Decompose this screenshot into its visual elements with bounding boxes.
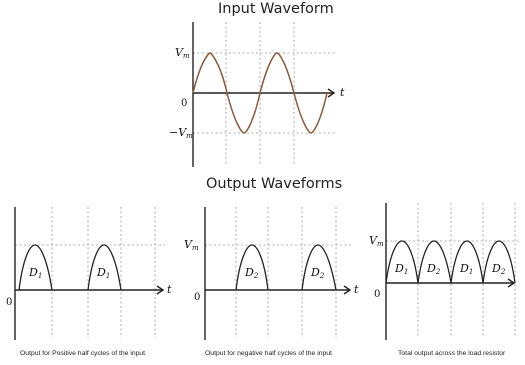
out3-d2-label-1: D2: [426, 262, 441, 276]
input-zero-label: 0: [181, 98, 187, 109]
out1-d1-label-2: D1: [96, 266, 110, 280]
out2-d2-label-1: D2: [244, 266, 259, 280]
out3-full-wave: [385, 240, 516, 284]
input-sine-wave: [192, 52, 328, 134]
input-x-arrowhead: [327, 88, 336, 98]
out3-d1-label-1: D1: [394, 262, 408, 276]
out2-t-label: t: [354, 283, 359, 296]
out2-x-arrowhead: [343, 285, 352, 295]
out3-zero-label: 0: [374, 289, 380, 300]
out3-d2-label-2: D2: [491, 262, 506, 276]
input-neg-vm-label: −Vm: [169, 126, 193, 140]
out2-pulse-1: [235, 244, 269, 291]
out2-d2-label-2: D2: [310, 266, 325, 280]
out2-zero-label: 0: [194, 292, 200, 303]
out1-t-label: t: [167, 283, 172, 296]
out1-zero-label: 0: [6, 297, 12, 308]
input-waveform-title: Input Waveform: [218, 1, 334, 17]
out3-d1-label-2: D1: [459, 262, 473, 276]
output-negative-graph: Vm D2 D2 0 t: [184, 207, 359, 340]
input-graph: Vm −Vm 0 t: [169, 22, 345, 167]
out3-x-arrowhead: [507, 278, 516, 288]
out1-pulse-1: [18, 244, 53, 291]
input-vm-label: Vm: [175, 46, 190, 60]
out3-vm-label: Vm: [369, 234, 384, 248]
out1-x-arrowhead: [156, 285, 165, 295]
output-total-graph: Vm D1 D2 D1 D2 0: [369, 203, 520, 340]
out1-pulse-2: [87, 244, 122, 291]
out1-d1-label-1: D1: [28, 266, 42, 280]
output-waveforms-title: Output Waveforms: [206, 176, 343, 192]
caption-total: Total output across the load resistor: [398, 350, 506, 357]
out2-vm-label: Vm: [184, 238, 199, 252]
output-positive-graph: D1 D1 0 t: [6, 207, 172, 340]
input-t-label: t: [340, 86, 345, 99]
caption-negative: Output for negative half cycles of the i…: [205, 350, 332, 357]
out2-pulse-2: [301, 244, 337, 291]
caption-positive: Output for Positive half cycles of the i…: [20, 350, 146, 357]
